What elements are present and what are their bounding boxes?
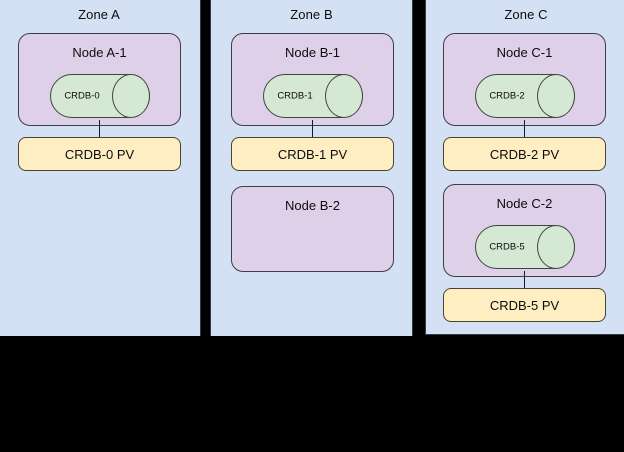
cylinder-cap-icon bbox=[537, 74, 575, 118]
cylinder-cap-icon bbox=[325, 74, 363, 118]
connector-c-2 bbox=[524, 271, 525, 289]
zone-title-b: Zone B bbox=[290, 7, 333, 22]
node-box-b-2[interactable]: Node B-2 bbox=[231, 186, 394, 272]
cylinder-database-icon-crdb-0[interactable]: CRDB-0 bbox=[50, 74, 150, 118]
cylinder-database-icon-crdb-5[interactable]: CRDB-5 bbox=[475, 225, 575, 269]
connector-c-1 bbox=[524, 120, 525, 138]
volume-label-crdb-0-pv: CRDB-0 PV bbox=[64, 146, 135, 162]
cylinder-database-icon-crdb-1[interactable]: CRDB-1 bbox=[263, 74, 363, 118]
volume-box-crdb-0-pv[interactable]: CRDB-0 PV bbox=[18, 137, 181, 171]
connector-a-1 bbox=[99, 120, 100, 138]
zone-title-a: Zone A bbox=[78, 7, 120, 22]
database-label-crdb-2: CRDB-2 bbox=[489, 90, 525, 102]
volume-label-crdb-5-pv: CRDB-5 PV bbox=[489, 297, 560, 313]
node-box-c-1[interactable]: Node C-1 CRDB-2 bbox=[443, 33, 606, 126]
cylinder-database-icon-crdb-2[interactable]: CRDB-2 bbox=[475, 74, 575, 118]
volume-box-crdb-1-pv[interactable]: CRDB-1 PV bbox=[231, 137, 394, 171]
volume-box-crdb-5-pv[interactable]: CRDB-5 PV bbox=[443, 288, 606, 322]
database-label-crdb-0: CRDB-0 bbox=[64, 90, 100, 102]
cylinder-cap-icon bbox=[112, 74, 150, 118]
node-label-c-1: Node C-1 bbox=[496, 45, 553, 60]
node-box-a-1[interactable]: Node A-1 CRDB-0 bbox=[18, 33, 181, 126]
node-label-c-2: Node C-2 bbox=[496, 196, 553, 211]
zone-title-c: Zone C bbox=[504, 7, 548, 22]
volume-label-crdb-2-pv: CRDB-2 PV bbox=[489, 146, 560, 162]
node-box-b-1[interactable]: Node B-1 CRDB-1 bbox=[231, 33, 394, 126]
connector-b-1 bbox=[312, 120, 313, 138]
database-label-crdb-5: CRDB-5 bbox=[489, 241, 525, 253]
node-label-a-1: Node A-1 bbox=[72, 45, 127, 60]
node-box-c-2[interactable]: Node C-2 CRDB-5 bbox=[443, 184, 606, 277]
node-label-b-1: Node B-1 bbox=[285, 45, 340, 60]
cylinder-cap-icon bbox=[537, 225, 575, 269]
volume-label-crdb-1-pv: CRDB-1 PV bbox=[277, 146, 348, 162]
database-label-crdb-1: CRDB-1 bbox=[277, 90, 313, 102]
node-label-b-2: Node B-2 bbox=[285, 198, 340, 213]
volume-box-crdb-2-pv[interactable]: CRDB-2 PV bbox=[443, 137, 606, 171]
